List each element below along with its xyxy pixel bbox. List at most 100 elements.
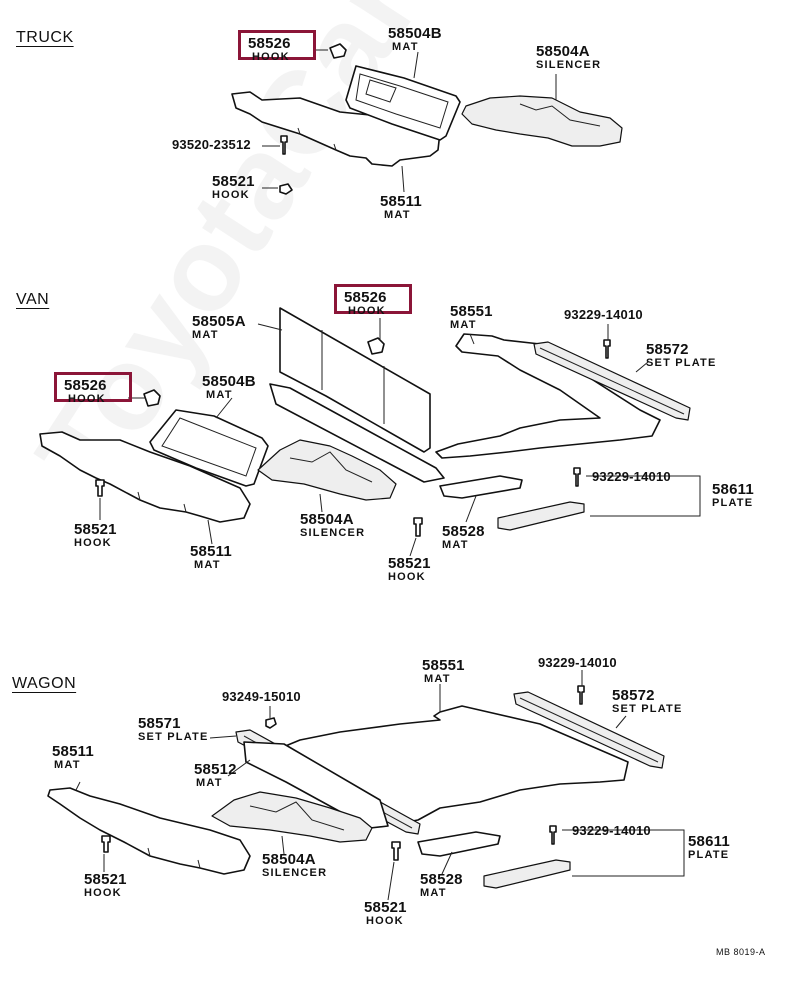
section-title-truck: TRUCK: [16, 29, 74, 46]
van-parts: [39, 307, 701, 557]
part-number[interactable]: 58505A: [192, 313, 246, 330]
wagon-parts: [47, 670, 685, 901]
part-number[interactable]: 58611: [712, 481, 754, 498]
part-name: SILENCER: [262, 867, 328, 879]
part-name: HOOK: [388, 571, 426, 583]
van-mat-58504b: [149, 409, 269, 487]
part-name: MAT: [442, 539, 469, 551]
van-hook-58521-right: [413, 517, 423, 537]
part-name: HOOK: [252, 51, 290, 63]
part-number[interactable]: 93229-14010: [592, 469, 671, 484]
part-name: HOOK: [212, 189, 250, 201]
wagon-mat-58512: [243, 741, 389, 829]
part-number[interactable]: 93229-14010: [538, 655, 617, 670]
part-name: HOOK: [84, 887, 122, 899]
part-number[interactable]: 58511: [380, 193, 422, 210]
part-number[interactable]: 58572: [612, 687, 655, 704]
part-number[interactable]: 93229-14010: [572, 823, 651, 838]
part-number[interactable]: 58511: [52, 743, 94, 760]
part-number[interactable]: 58571: [138, 715, 181, 732]
wagon-hook-58521-right: [391, 841, 401, 861]
part-name: MAT: [450, 319, 477, 331]
part-number[interactable]: 58611: [688, 833, 730, 850]
wagon-bolt-93229-lower: [549, 825, 557, 845]
part-number[interactable]: 58526: [344, 289, 387, 306]
part-number[interactable]: 58511: [190, 543, 232, 560]
part-number[interactable]: 58521: [74, 521, 117, 538]
wagon-plate-58611: [483, 859, 571, 889]
part-number[interactable]: 58528: [442, 523, 485, 540]
van-bolt-93229-upper: [603, 339, 611, 359]
highlight-box: [334, 284, 412, 314]
part-number[interactable]: 93249-15010: [222, 689, 301, 704]
part-number[interactable]: 58521: [212, 173, 255, 190]
highlight-box: [54, 372, 132, 402]
van-silencer-58504a: [257, 439, 397, 501]
part-number[interactable]: 58521: [364, 899, 407, 916]
part-name: MAT: [192, 329, 219, 341]
part-name: MAT: [196, 777, 223, 789]
footer-code: MB 8019-A: [716, 947, 766, 957]
truck-mat-58504b: [345, 65, 461, 141]
part-name: HOOK: [74, 537, 112, 549]
part-name: HOOK: [68, 393, 106, 405]
part-number[interactable]: 58572: [646, 341, 689, 358]
part-name: MAT: [194, 559, 221, 571]
part-name: MAT: [54, 759, 81, 771]
part-name: HOOK: [366, 915, 404, 927]
part-number[interactable]: 58528: [420, 871, 463, 888]
part-number[interactable]: 58504A: [300, 511, 354, 528]
truck-parts: [231, 43, 623, 195]
part-name: PLATE: [712, 497, 754, 509]
section-title-wagon: WAGON: [12, 675, 77, 692]
highlight-box: [238, 30, 316, 60]
part-number[interactable]: 58512: [194, 761, 237, 778]
van-plate-58611: [497, 501, 585, 531]
van-hook-58521-left: [95, 479, 105, 497]
van-mat-58551: [435, 333, 661, 459]
truck-silencer-58504a: [461, 95, 623, 147]
van-mat-58505a: [279, 307, 431, 453]
wagon-mat-58528: [417, 831, 501, 857]
truck-bolt-93520: [280, 135, 288, 155]
part-number[interactable]: 58551: [422, 657, 465, 674]
part-number[interactable]: 58521: [84, 871, 127, 888]
van-mat-58511: [39, 431, 251, 523]
truck-hook-58526: [329, 43, 347, 59]
part-name: SET PLATE: [138, 731, 209, 743]
wagon-hook-58521-left: [101, 835, 111, 853]
van-hook-58526-upper: [367, 337, 385, 355]
wagon-bolt-93249: [265, 717, 277, 729]
wagon-bolt-93229-upper: [577, 685, 585, 705]
part-name: MAT: [424, 673, 451, 685]
part-name: MAT: [384, 209, 411, 221]
part-number[interactable]: 58504B: [202, 373, 256, 390]
part-name: SILENCER: [536, 59, 602, 71]
part-name: MAT: [420, 887, 447, 899]
part-name: MAT: [392, 41, 419, 53]
part-number[interactable]: 93520-23512: [172, 137, 251, 152]
part-number[interactable]: 93229-14010: [564, 307, 643, 322]
van-bolt-93229-lower: [573, 467, 581, 487]
part-name: SILENCER: [300, 527, 366, 539]
part-number[interactable]: 58504B: [388, 25, 442, 42]
van-hook-58526-left: [143, 389, 161, 407]
part-name: MAT: [206, 389, 233, 401]
part-name: PLATE: [688, 849, 730, 861]
part-number[interactable]: 58526: [248, 35, 291, 52]
part-number[interactable]: 58504A: [262, 851, 316, 868]
part-name: HOOK: [348, 305, 386, 317]
van-mat-58528: [439, 475, 523, 499]
part-number[interactable]: 58526: [64, 377, 107, 394]
part-name: SET PLATE: [612, 703, 683, 715]
truck-mat-58511: [231, 91, 441, 167]
part-number[interactable]: 58521: [388, 555, 431, 572]
part-number[interactable]: 58551: [450, 303, 493, 320]
part-number[interactable]: 58504A: [536, 43, 590, 60]
section-title-van: VAN: [16, 291, 50, 308]
truck-hook-58521: [279, 183, 293, 195]
wagon-silencer-58504a: [211, 791, 373, 843]
part-name: SET PLATE: [646, 357, 717, 369]
